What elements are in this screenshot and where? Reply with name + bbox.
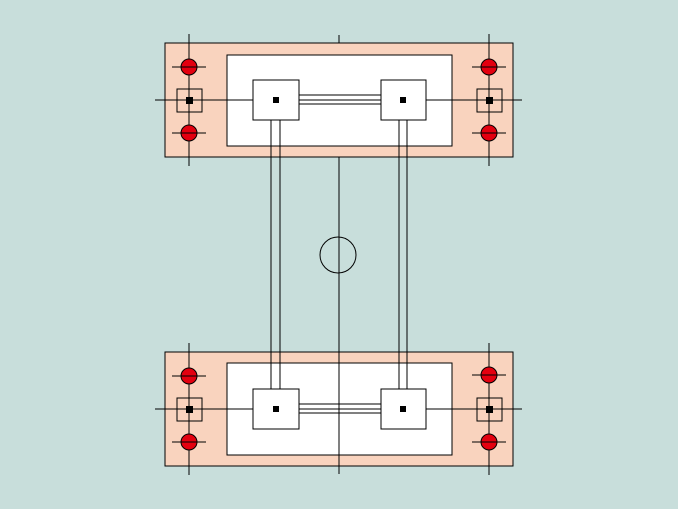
bottom-right-lower-marker <box>472 433 506 451</box>
bottom-left-upper-marker <box>172 367 206 385</box>
bottom-right-upper-marker <box>472 366 506 384</box>
bottom-right-side-node <box>476 397 503 422</box>
top-left-side-node-dot <box>186 97 193 104</box>
top-right-upper-marker <box>472 58 506 76</box>
top-pad <box>155 34 522 166</box>
top-left-upper-marker <box>172 58 206 76</box>
top-left-lower-marker <box>172 124 206 142</box>
top-left-terminal-box <box>252 79 300 121</box>
bottom-left-side-node-dot <box>186 406 193 413</box>
bottom-left-lower-marker <box>172 433 206 451</box>
bottom-right-terminal-dot <box>400 406 406 412</box>
vertical-rails <box>270 120 408 389</box>
bottom-left-terminal-dot <box>273 406 279 412</box>
bottom-right-side-node-dot <box>486 406 493 413</box>
top-right-side-node-dot <box>486 97 493 104</box>
top-left-terminal-dot <box>273 97 279 103</box>
top-left-side-node <box>176 88 203 113</box>
bottom-pad <box>155 343 522 475</box>
bottom-left-side-node <box>176 397 203 422</box>
top-right-lower-marker <box>472 124 506 142</box>
top-right-side-node <box>476 88 503 113</box>
center-circle <box>319 236 357 274</box>
top-right-terminal-dot <box>400 97 406 103</box>
